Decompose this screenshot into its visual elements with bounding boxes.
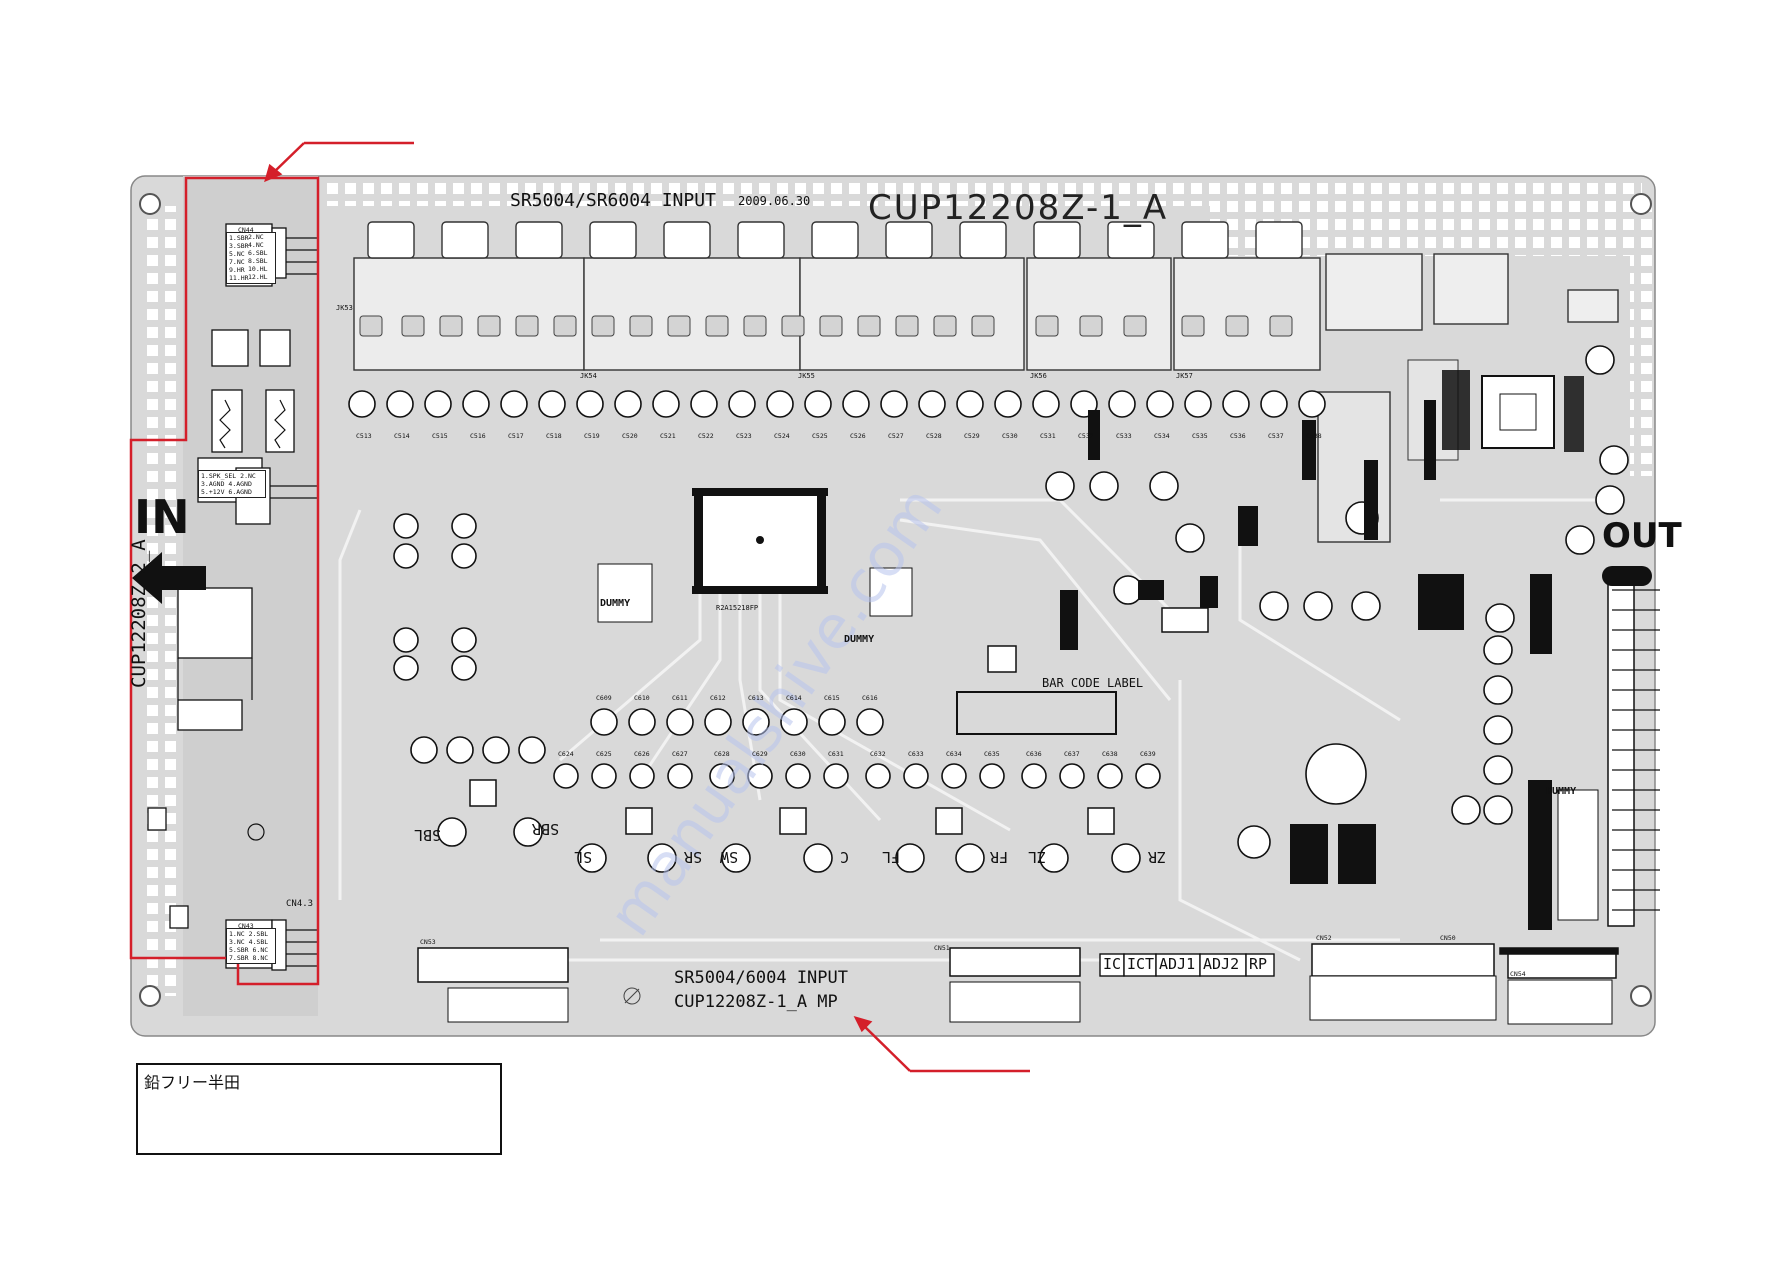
out-label: OUT: [1602, 516, 1682, 556]
cn52-label: CN52: [1316, 934, 1332, 942]
cn43-pin-table: 1.NC 2.SBL 3.NC 4.SBL 5.SBR 6.NC 7.SBR 8…: [226, 928, 276, 964]
sub-board-title: CUP12208Z-2_A: [128, 539, 150, 688]
channel-sl: SL: [574, 848, 593, 866]
pointer-arrow-top: [264, 141, 414, 183]
ic-qfp-right: [1481, 375, 1555, 449]
test-box-ict: ICT: [1127, 955, 1155, 973]
test-box-adj2: ADJ2: [1203, 955, 1240, 973]
channel-sr: SR: [684, 848, 703, 866]
cn53-connector: [417, 947, 569, 983]
mounting-hole: [1630, 193, 1652, 215]
cn44-pin-table-col2: 2.NC 4.NC 6.SBL 8.SBL 10.HL 12.HL: [248, 233, 268, 281]
dummy-label-3: DUMMY: [1546, 786, 1577, 797]
mounting-hole: [1630, 985, 1652, 1007]
cn54-label: CN54: [1510, 970, 1526, 978]
test-box-adj1: ADJ1: [1159, 955, 1196, 973]
channel-sbl: SBL: [414, 826, 442, 844]
footer-line-2: CUP12208Z-1_A MP: [674, 992, 838, 1012]
channel-zr: ZR: [1148, 848, 1167, 866]
ic24-qfp: [692, 488, 828, 594]
channel-fl: FL: [882, 848, 901, 866]
test-box-rp: RP: [1249, 955, 1268, 973]
capacitor-row-top: [348, 390, 1326, 418]
jack-label: JK55: [798, 372, 815, 380]
dsub-jack: [1325, 253, 1423, 331]
jack-label: JK54: [580, 372, 597, 380]
cn50-label: CN50: [1440, 934, 1456, 942]
barcode-label-area: [956, 691, 1117, 735]
cn52-connector: [1311, 943, 1495, 977]
board-date: 2009.06.30: [738, 194, 811, 208]
edge-connector: [1607, 575, 1635, 927]
jack-label: JK56: [1030, 372, 1047, 380]
dummy-label-2: DUMMY: [844, 634, 875, 645]
capacitor-row-low: [553, 763, 1161, 789]
mounting-hole: [139, 193, 161, 215]
channel-zl: ZL: [1028, 848, 1047, 866]
cn51-label: CN51: [934, 944, 950, 952]
dummy-label-1: DUMMY: [600, 598, 631, 609]
cn44-pin-table: 1.SBR 3.SBR 5.NC 7.NC 9.HR 11.HR: [226, 232, 276, 284]
capacitor-row-mid: [590, 708, 884, 736]
jack-label: JK53: [336, 304, 353, 312]
cn44-label: CN44: [238, 226, 254, 234]
barcode-label: BAR CODE LABEL: [1042, 676, 1144, 690]
channel-fr: FR: [990, 848, 1009, 866]
footer-line-1: SR5004/6004 INPUT: [674, 968, 848, 988]
cn43-label: CN43: [238, 922, 254, 930]
channel-c: C: [840, 848, 850, 866]
channel-sw: SW: [720, 848, 739, 866]
cn51-connector: [949, 947, 1081, 977]
mounting-hole: [139, 985, 161, 1007]
board-title: CUP12208Z-1_A: [868, 188, 1169, 228]
cn4-3-label: CN4.3: [286, 899, 314, 909]
ic24-part-number: R2A15218FP: [716, 604, 759, 612]
jack-label: JK57: [1176, 372, 1193, 380]
cn53-label: CN53: [420, 938, 436, 946]
board-header: SR5004/SR6004 INPUT: [510, 190, 716, 211]
in-label: IN: [134, 490, 190, 544]
rca-jack-tops: [367, 221, 1303, 259]
channel-sbr: SBR: [532, 820, 560, 838]
rca-jack-pads: [359, 315, 1293, 337]
pointer-arrow-bottom: [853, 1016, 1030, 1073]
lead-free-note-box: 鉛フリー半田: [136, 1063, 502, 1155]
lead-free-note-text: 鉛フリー半田: [144, 1073, 241, 1092]
rca-jack-row: [353, 257, 1321, 371]
in-arrow: [132, 552, 206, 604]
spk-sel-pin-table: 1.SPK_SEL 2.NC 3.AGND 4.AGND 5.+12V 6.AG…: [198, 470, 266, 498]
test-box-ic: IC: [1103, 955, 1122, 973]
